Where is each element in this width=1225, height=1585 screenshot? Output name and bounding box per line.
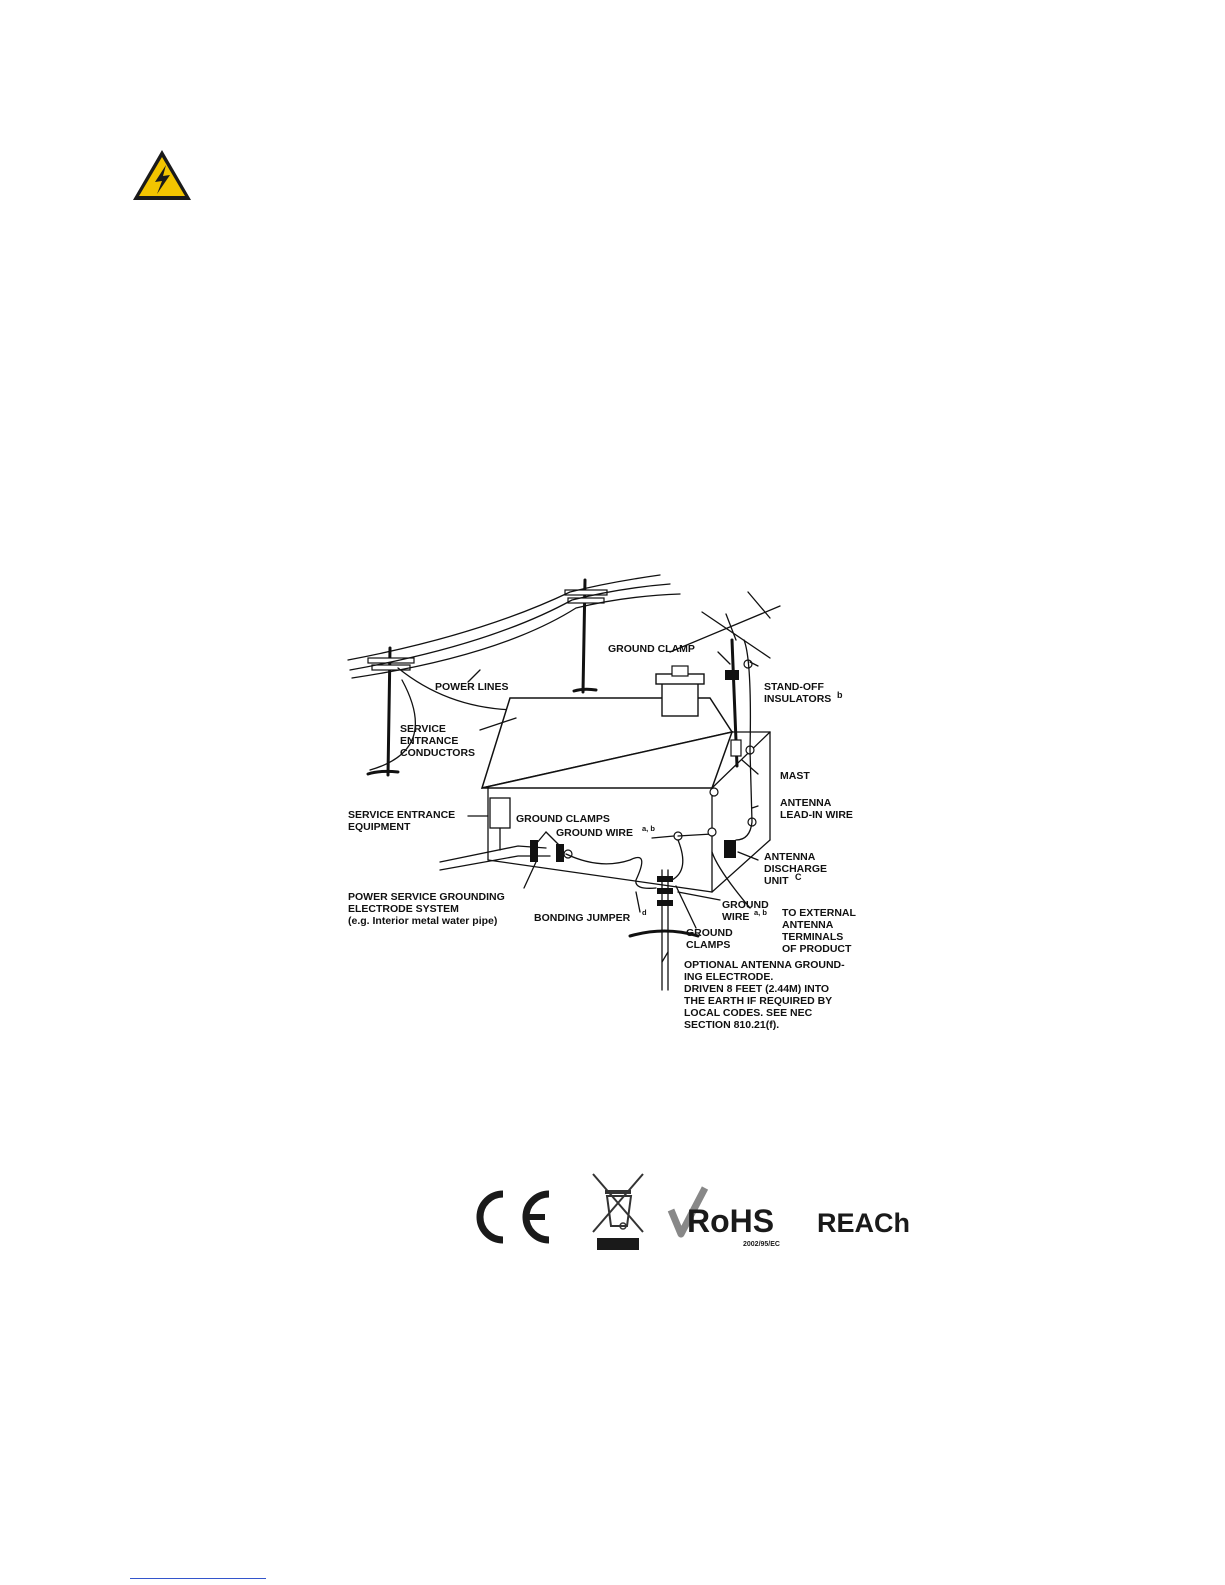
label-ground-wire-bottom-1: GROUND xyxy=(722,899,769,911)
label-service-entrance-conductors-3: CONDUCTORS xyxy=(400,747,475,759)
label-service-entrance-equipment-2: EQUIPMENT xyxy=(348,821,411,833)
label-antenna-discharge-3: UNIT xyxy=(764,875,789,887)
label-optional-electrode-5: LOCAL CODES. SEE NEC xyxy=(684,1007,813,1019)
label-power-lines: POWER LINES xyxy=(435,681,509,693)
label-mast: MAST xyxy=(780,770,810,782)
label-ground-clamps-top: GROUND CLAMPS xyxy=(516,813,610,825)
electric-shock-warning-icon xyxy=(133,150,191,200)
label-to-external-1: TO EXTERNAL xyxy=(782,907,856,919)
rohs-directive-text: 2002/95/EC xyxy=(743,1241,780,1248)
antenna-grounding-diagram: POWER LINES SERVICE ENTRANCE CONDUCTORS … xyxy=(347,574,856,1031)
label-antenna-lead-in-1: ANTENNA xyxy=(780,797,832,809)
footnote-separator xyxy=(130,1578,266,1579)
label-ground-wire-top-sup: a, b xyxy=(642,824,655,833)
label-ground-wire-bottom-sup: a, b xyxy=(754,908,767,917)
label-ground-clamps-bottom-1: GROUND xyxy=(686,927,733,939)
label-power-service-grounding-2: ELECTRODE SYSTEM xyxy=(348,903,459,915)
weee-crossed-bin-icon xyxy=(592,1173,644,1250)
label-service-entrance-equipment-1: SERVICE ENTRANCE xyxy=(348,809,455,821)
label-ground-wire-bottom-2: WIRE xyxy=(722,911,749,923)
label-optional-electrode-3: DRIVEN 8 FEET (2.44M) INTO xyxy=(684,983,829,995)
label-service-entrance-conductors-2: ENTRANCE xyxy=(400,735,458,747)
label-antenna-lead-in-2: LEAD-IN WIRE xyxy=(780,809,853,821)
label-antenna-discharge-sup: C xyxy=(795,872,802,882)
label-service-entrance-conductors-1: SERVICE xyxy=(400,723,446,735)
label-standoff-insulators-1: STAND-OFF xyxy=(764,681,824,693)
compliance-marks: RoHS 2002/95/EC REACh xyxy=(476,1173,910,1250)
label-to-external-4: OF PRODUCT xyxy=(782,943,852,955)
rohs-mark: RoHS 2002/95/EC xyxy=(667,1186,780,1248)
label-power-service-grounding-3: (e.g. Interior metal water pipe) xyxy=(348,915,497,927)
label-optional-electrode-4: THE EARTH IF REQUIRED BY xyxy=(684,995,832,1007)
label-ground-wire-top: GROUND WIRE xyxy=(556,827,633,839)
label-to-external-3: TERMINALS xyxy=(782,931,843,943)
label-optional-electrode-6: SECTION 810.21(f). xyxy=(684,1019,779,1031)
label-ground-clamps-bottom-2: CLAMPS xyxy=(686,939,730,951)
label-optional-electrode-2: ING ELECTRODE. xyxy=(684,971,773,983)
label-standoff-insulators-2: INSULATORS xyxy=(764,693,831,705)
rohs-text: RoHS xyxy=(687,1203,774,1239)
reach-text: REACh xyxy=(817,1208,910,1238)
label-to-external-2: ANTENNA xyxy=(782,919,834,931)
ce-mark-icon xyxy=(476,1190,550,1244)
label-standoff-sup: b xyxy=(837,690,843,700)
label-bonding-jumper-sup: d xyxy=(642,908,647,917)
diagram-drawing xyxy=(347,574,781,991)
label-bonding-jumper: BONDING JUMPER xyxy=(534,912,631,924)
label-ground-clamp: GROUND CLAMP xyxy=(608,643,695,655)
label-antenna-discharge-2: DISCHARGE xyxy=(764,863,827,875)
label-antenna-discharge-1: ANTENNA xyxy=(764,851,816,863)
label-optional-electrode-1: OPTIONAL ANTENNA GROUND- xyxy=(684,959,845,971)
label-power-service-grounding-1: POWER SERVICE GROUNDING xyxy=(348,891,505,903)
